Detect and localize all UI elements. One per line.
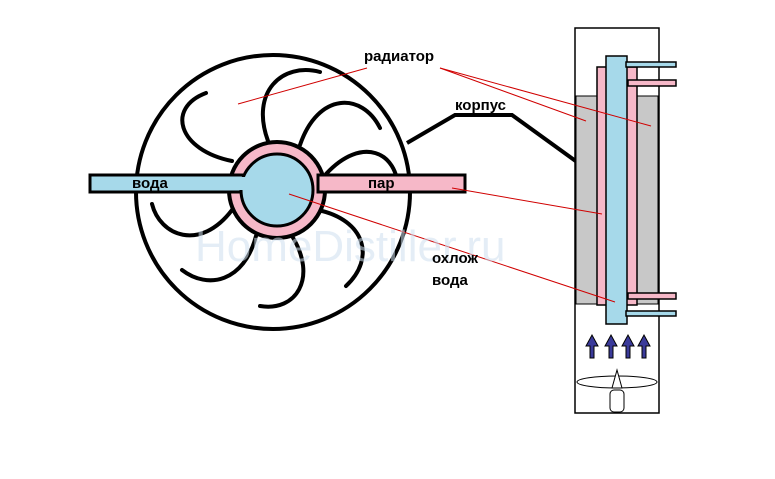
label-cooling-water-line1: охлож (432, 250, 479, 267)
fan-housing (88, 53, 467, 331)
label-housing: корпус (455, 97, 507, 114)
label-water: вода (132, 175, 168, 192)
fan-hub-cone (611, 368, 623, 389)
fan-blade (180, 91, 234, 163)
leader-radiator-steam (439, 67, 652, 127)
watermark: HomeDistiller.ru (195, 222, 506, 271)
airflow-arrows (585, 333, 651, 359)
water-pipe-top (625, 61, 677, 68)
leader-radiator-housing (439, 67, 587, 122)
steam-pipe (316, 173, 467, 194)
water-channel (605, 55, 628, 325)
leader-cooling-water (288, 193, 616, 303)
side-view (574, 27, 677, 414)
leader-lines (237, 67, 652, 303)
fan-blade (316, 208, 365, 288)
up-arrow-icon (621, 333, 635, 359)
fan-blade (258, 234, 306, 309)
up-arrow-icon (637, 333, 651, 359)
steam-pipe-bottom (627, 292, 677, 300)
fan-blade (150, 202, 234, 238)
label-radiator: радиатор (364, 48, 435, 65)
fan-blade (298, 100, 382, 147)
water-pipe-bottom (625, 310, 677, 317)
housing-bracket (405, 113, 579, 164)
label-cooling-water-line2: вода (432, 272, 468, 289)
leader-steam (451, 187, 603, 215)
fan-blade (260, 68, 322, 143)
up-arrow-icon (585, 333, 599, 359)
steam-pipe-top (627, 79, 677, 87)
fan-blade (180, 234, 258, 283)
fan-blades (150, 68, 400, 309)
label-steam: пар (368, 175, 395, 192)
up-arrow-icon (604, 333, 618, 359)
fan-icon (576, 368, 658, 413)
leader-radiator-fan (237, 67, 368, 105)
core-joint (238, 177, 258, 190)
fan-motor (609, 389, 625, 413)
